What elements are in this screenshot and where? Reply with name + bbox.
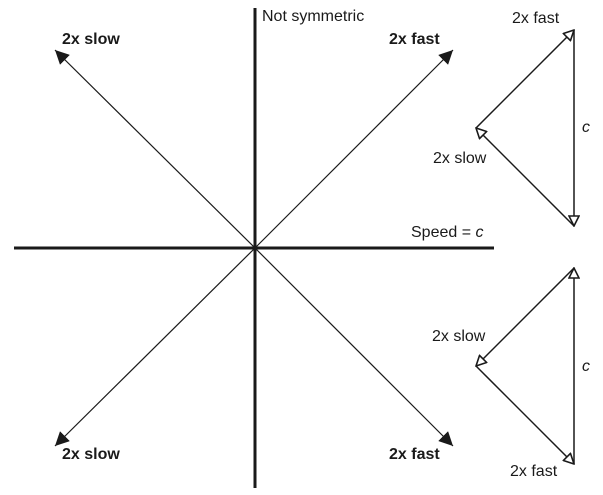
arrow-bottom-left bbox=[54, 247, 256, 447]
horizontal-axis-label: Speed = c bbox=[411, 224, 484, 241]
label-top-left: 2x slow bbox=[62, 31, 120, 48]
tri-top-lower-edge bbox=[476, 128, 575, 227]
tri-top-c-label: c bbox=[582, 119, 590, 136]
label-top-right: 2x fast bbox=[389, 31, 440, 48]
tri-bottom-c-label: c bbox=[582, 358, 590, 375]
tri-bottom-fast-label: 2x fast bbox=[510, 463, 558, 480]
label-bottom-right: 2x fast bbox=[389, 446, 440, 463]
arrow-top-right bbox=[254, 49, 454, 249]
tri-bottom-slow-label: 2x slow bbox=[432, 328, 486, 345]
arrow-top-left bbox=[54, 49, 256, 249]
tri-bottom-lower-edge bbox=[475, 365, 574, 464]
speed-prefix: Speed = bbox=[411, 224, 476, 241]
tri-bottom-upper-edge bbox=[476, 267, 575, 366]
tri-top-fast-label: 2x fast bbox=[512, 10, 560, 27]
tri-top-slow-label: 2x slow bbox=[433, 150, 487, 167]
speed-var: c bbox=[476, 224, 484, 241]
label-bottom-left: 2x slow bbox=[62, 446, 120, 463]
vertical-axis-label: Not symmetric bbox=[262, 8, 364, 25]
arrow-bottom-right bbox=[254, 247, 454, 447]
tri-top-upper-edge bbox=[475, 30, 574, 129]
